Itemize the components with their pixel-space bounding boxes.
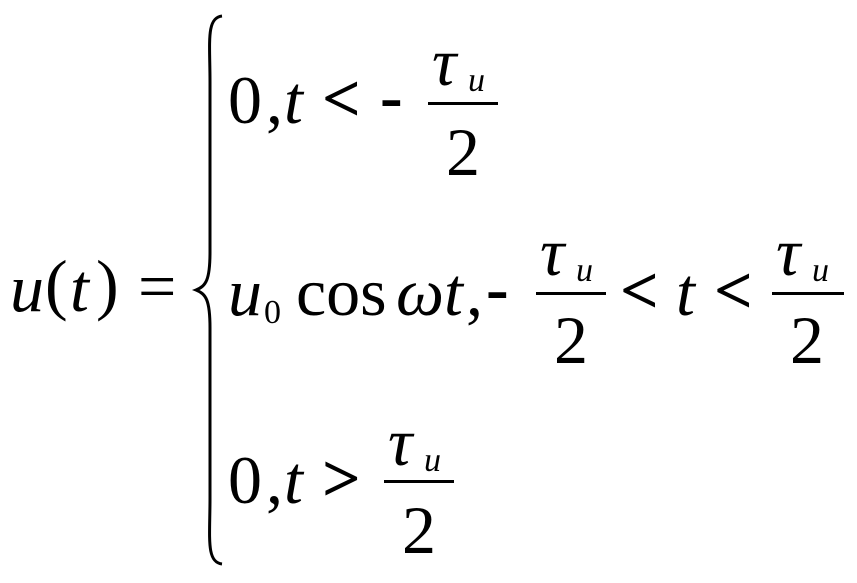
lhs-open-paren: ( bbox=[45, 246, 68, 322]
case2-u-subscript: 0 bbox=[264, 294, 281, 331]
case1-frac-num-sub: и bbox=[468, 62, 485, 99]
case2-t: t bbox=[444, 254, 463, 330]
lhs-equals-sign: = bbox=[138, 248, 177, 324]
case2-frac2-num-tau: τ bbox=[776, 214, 801, 290]
case3-fraction-bar bbox=[384, 480, 454, 483]
case2-fraction-bar-2 bbox=[772, 292, 844, 295]
case2-cos: cos bbox=[296, 254, 387, 330]
case1-value: 0 bbox=[228, 62, 262, 138]
case2-frac2-den: 2 bbox=[790, 302, 824, 378]
case3-frac-num-tau: τ bbox=[388, 404, 413, 480]
case3-variable-t: t bbox=[284, 442, 303, 518]
case3-greater-than: > bbox=[322, 440, 361, 516]
case2-omega: ω bbox=[396, 254, 445, 330]
left-brace-icon bbox=[191, 14, 223, 566]
case2-less-than-2: < bbox=[714, 252, 753, 328]
case2-frac1-den: 2 bbox=[554, 302, 588, 378]
case3-value: 0 bbox=[228, 442, 262, 518]
case1-frac-den: 2 bbox=[446, 114, 480, 190]
lhs-function-u: u bbox=[10, 250, 44, 326]
case2-variable-t: t bbox=[676, 254, 695, 330]
case2-minus: - bbox=[486, 250, 509, 326]
case3-frac-den: 2 bbox=[402, 492, 436, 568]
case2-frac2-num-sub: и bbox=[812, 252, 829, 289]
case3-comma: , bbox=[266, 442, 283, 518]
case2-frac1-num-tau: τ bbox=[540, 214, 565, 290]
lhs-close-paren: ) bbox=[96, 246, 119, 322]
case1-frac-num-tau: τ bbox=[432, 24, 457, 100]
case2-u: u bbox=[228, 254, 262, 330]
case1-less-than: < bbox=[322, 60, 361, 136]
case2-frac1-num-sub: и bbox=[576, 252, 593, 289]
case1-fraction-bar bbox=[428, 102, 498, 105]
case1-variable-t: t bbox=[284, 62, 303, 138]
case2-less-than-1: < bbox=[620, 252, 659, 328]
case1-comma: , bbox=[266, 62, 283, 138]
case1-minus: - bbox=[380, 58, 403, 134]
case3-frac-num-sub: и bbox=[424, 442, 441, 479]
lhs-variable-t: t bbox=[70, 250, 89, 326]
case2-fraction-bar-1 bbox=[536, 292, 606, 295]
case2-comma: , bbox=[466, 254, 483, 330]
